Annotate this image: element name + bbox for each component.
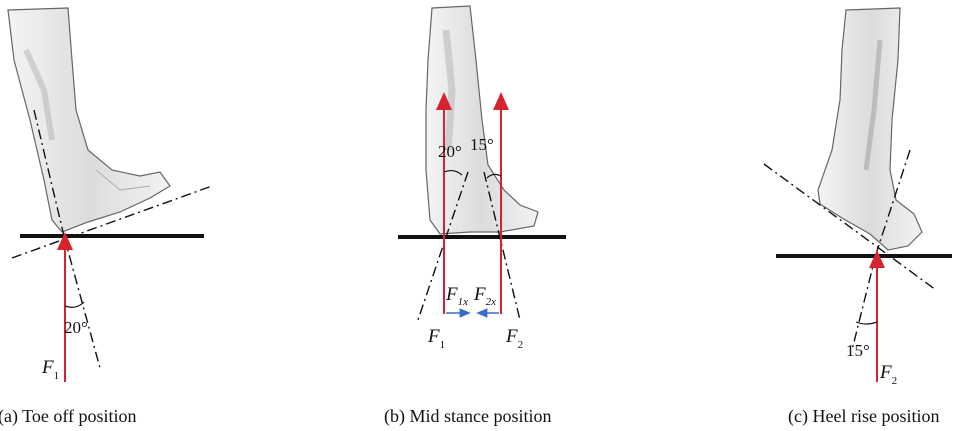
panel-mid-stance: 20° 15° F1x F2x F1 F2 (b) Mid stance pos… — [384, 5, 566, 427]
force-label-f1-a: F1 — [41, 357, 59, 382]
caption-b: (b) Mid stance position — [384, 406, 551, 427]
force-label-f1x: F1x — [445, 284, 468, 308]
angle-arc-b-right — [486, 173, 502, 179]
angle-arc-b-left — [443, 169, 463, 176]
angle-arc-c — [855, 321, 878, 325]
leg-foot-illustration-a — [7, 7, 171, 233]
panel-heel-rise: 15° F2 (c) Heel rise position — [763, 7, 952, 427]
dashdot-foot-axis-c — [763, 163, 937, 291]
dashdot-lower-a — [63, 235, 101, 369]
dashdot-right-b — [483, 171, 521, 321]
force-label-f1-b: F1 — [427, 326, 445, 351]
caption-a: (a) Toe off position — [0, 406, 137, 427]
force-label-f2x: F2x — [473, 284, 496, 308]
leg-foot-illustration-b — [425, 5, 539, 235]
force-label-f2-b: F2 — [505, 326, 523, 351]
angle-label-c: 15° — [846, 341, 870, 360]
dashdot-left-b — [417, 171, 469, 321]
dashdot-leg-axis-c — [875, 149, 911, 255]
panel-toe-off: 20° F1 (a) Toe off position — [0, 7, 213, 427]
angle-label-b-15: 15° — [470, 135, 494, 154]
force-label-f2-c: F2 — [879, 362, 897, 387]
dashdot-lower-c — [851, 253, 877, 351]
caption-c: (c) Heel rise position — [788, 406, 939, 427]
dashdot-foot-axis-a — [11, 185, 213, 259]
dashdot-leg-axis-a — [33, 109, 65, 237]
angle-label-b-20: 20° — [438, 142, 462, 161]
angle-arc-a — [64, 301, 85, 308]
angle-label-a: 20° — [64, 318, 88, 337]
